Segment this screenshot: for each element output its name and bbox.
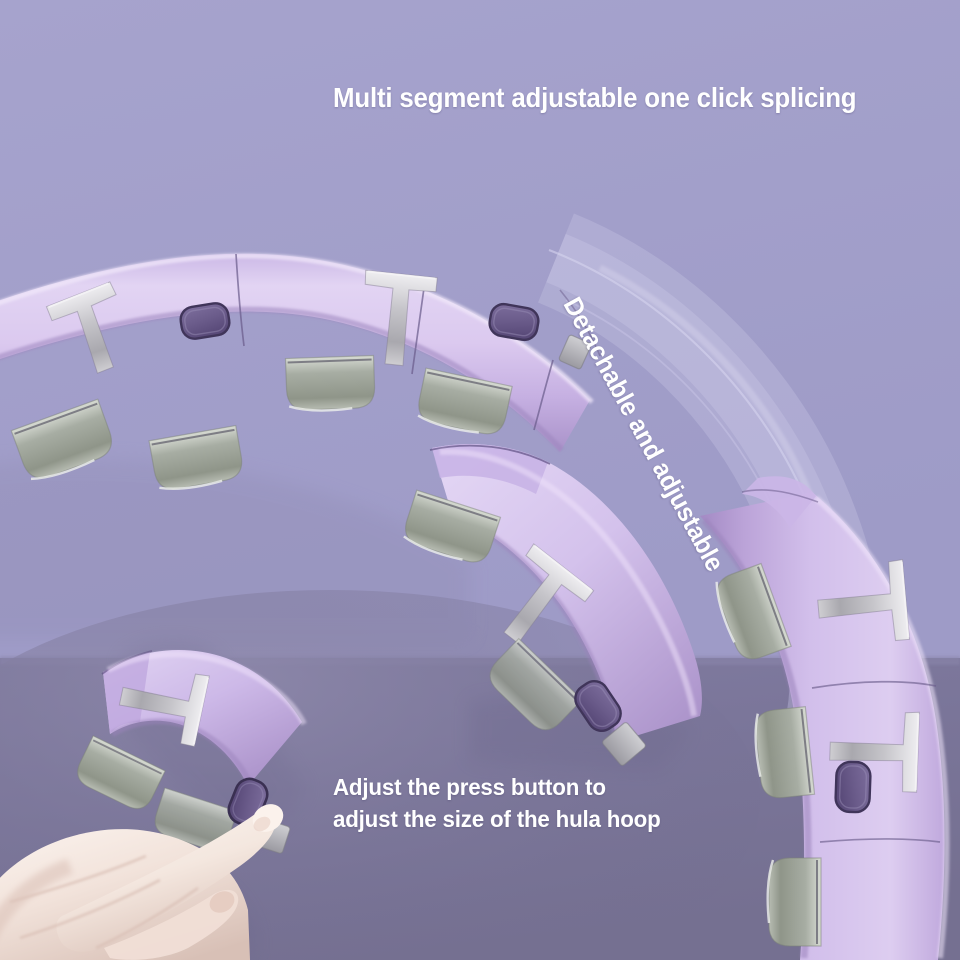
fingernail — [253, 816, 271, 832]
splice-connector-tab — [602, 722, 646, 766]
arc-ribs — [45, 269, 438, 374]
detached-hoop-segment — [403, 444, 702, 770]
massage-pad — [766, 857, 822, 947]
massage-pad — [417, 367, 513, 435]
hand-held-hoop-segment — [77, 642, 307, 854]
index-finger — [56, 809, 277, 952]
t-shaped-rib — [817, 559, 911, 642]
bottom-caption-line-2: adjust the size of the hula hoop — [333, 806, 661, 832]
hand-shading — [0, 858, 74, 935]
right-arm-pads — [715, 562, 822, 947]
t-shaped-rib — [364, 269, 438, 367]
press-button[interactable] — [834, 760, 872, 814]
t-shaped-rib — [829, 711, 920, 793]
t-shaped-rib — [45, 281, 117, 374]
arc-shadow — [0, 458, 470, 640]
held-segment-body — [103, 649, 302, 786]
massage-pad — [403, 489, 502, 563]
right-arm-highlight — [814, 495, 950, 959]
massage-pad — [10, 398, 112, 481]
detached-segment-cut-face — [432, 444, 548, 494]
detached-segment-top-seam — [429, 444, 551, 465]
page-title: Multi segment adjustable one click splic… — [333, 82, 857, 113]
held-segment-shade — [110, 718, 253, 786]
right-arm-top-face — [742, 476, 816, 528]
massage-pad — [148, 424, 243, 490]
massage-pad — [715, 562, 792, 660]
curled-fingernail — [209, 891, 235, 913]
upper-hoop-arc — [0, 253, 601, 640]
press-button[interactable] — [570, 676, 626, 736]
massage-pad — [489, 637, 583, 731]
arc-segment-seams — [235, 253, 554, 431]
arc-massage-pads — [10, 354, 513, 490]
massage-pad — [77, 735, 166, 810]
t-shaped-rib — [118, 673, 210, 748]
massage-pad — [754, 706, 816, 799]
right-hoop-arm — [700, 476, 950, 960]
bottom-caption-line-1: Adjust the press button to — [333, 774, 606, 800]
detached-segment-highlight — [439, 448, 697, 717]
press-button[interactable] — [179, 301, 231, 340]
right-arm-top-seam — [741, 489, 819, 503]
arc-tube-body — [0, 253, 590, 452]
right-arm-seams — [811, 680, 941, 843]
held-segment-highlight — [106, 651, 307, 726]
massage-pad — [284, 354, 376, 412]
arc-end-seam — [559, 289, 601, 357]
pressing-hand — [0, 804, 284, 960]
arc-buttons — [179, 301, 541, 342]
bottom-caption: Adjust the press button to adjust the si… — [333, 771, 661, 835]
press-button[interactable] — [488, 302, 541, 342]
splice-connector-tab — [558, 334, 592, 370]
curled-finger — [104, 889, 239, 960]
